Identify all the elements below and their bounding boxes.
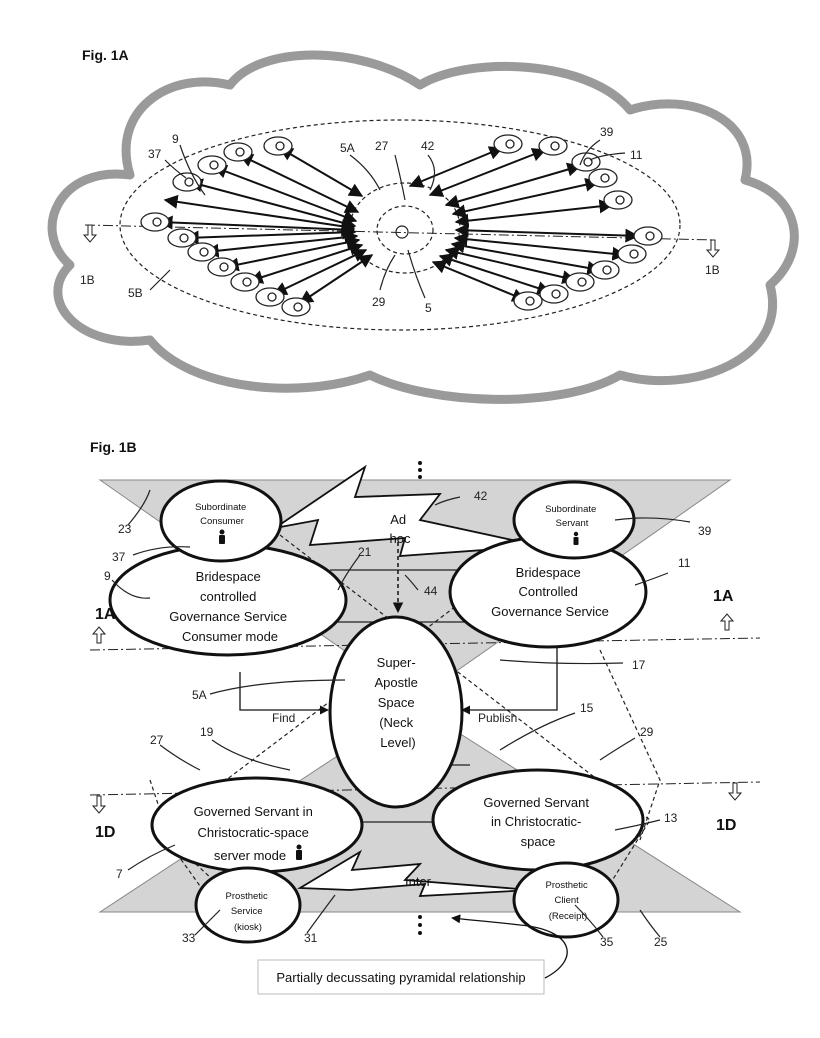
caption-text: Partially decussating pyramidal relation…: [276, 970, 525, 985]
down-arrow-icon: [727, 782, 743, 801]
prosthetic-client-node: [512, 861, 620, 939]
governed-servant-text: Governed Servant in Christocratic- space: [483, 795, 592, 849]
ref-11: 11: [678, 556, 691, 570]
ref-13: 13: [664, 811, 678, 825]
ref-17: 17: [632, 658, 646, 672]
label-29: 29: [372, 295, 386, 309]
side-label-1d-left: 1D: [95, 824, 115, 841]
label-39: 39: [600, 125, 614, 139]
ref-21: 21: [358, 545, 372, 559]
fig-1a: Fig. 1A: [47, 47, 799, 404]
prosthetic-service-node: [194, 866, 302, 944]
ref-9: 9: [104, 569, 111, 583]
vertical-ellipsis-bottom: [418, 915, 422, 935]
fig-1b: Fig. 1B: [89, 439, 761, 995]
satellite-nodes: [140, 134, 663, 317]
inter-text: Inter: [405, 874, 432, 889]
fig-1b-leaders: [111, 489, 691, 938]
caption-arrow: [451, 914, 568, 979]
prosthetic-client-text: Prosthetic Client (Receipt): [546, 880, 591, 922]
ref-42: 42: [474, 489, 488, 503]
label-42: 42: [421, 139, 435, 153]
fig-1a-leaders: [149, 139, 626, 299]
fig-1b-title: Fig. 1B: [90, 439, 137, 455]
label-1b-right: 1B: [705, 263, 720, 277]
ref-37: 37: [112, 550, 126, 564]
label-5a: 5A: [340, 141, 355, 155]
bridespace-consumer-text: Bridespace controlled Governance Service…: [169, 569, 290, 644]
cloud-shape: [47, 50, 799, 404]
ad-hoc-text: Ad hoc: [390, 512, 411, 546]
ref-19: 19: [200, 725, 214, 739]
ref-25: 25: [654, 935, 668, 949]
up-arrow-icon: [91, 626, 107, 644]
publish-label: Publish: [478, 711, 517, 725]
ref-39: 39: [698, 524, 712, 538]
prosthetic-service-text: Prosthetic Service (kiosk): [226, 891, 271, 933]
side-label-1a-right: 1A: [713, 588, 734, 605]
subordinate-consumer-node: [159, 479, 283, 563]
label-5: 5: [425, 301, 432, 315]
down-arrow-icon: [91, 795, 107, 814]
person-icon: [573, 531, 579, 545]
inter-lightning: [296, 849, 533, 897]
label-11: 11: [630, 148, 643, 162]
vertical-ellipsis-top: [418, 461, 422, 479]
ref-15: 15: [580, 701, 594, 715]
ref-44: 44: [424, 584, 438, 598]
find-label: Find: [272, 711, 295, 725]
right-satellite-arrows: [408, 146, 640, 302]
inner-dashed-circle: [376, 205, 434, 255]
ref-23: 23: [118, 522, 132, 536]
left-satellite-arrows: [158, 147, 374, 304]
find-arrow: [239, 672, 329, 715]
label-37: 37: [148, 147, 162, 161]
ref-33: 33: [182, 931, 196, 945]
subordinate-consumer-text: Subordinate Consumer: [195, 502, 249, 527]
bridespace-controlled-text: Bridespace Controlled Governance Service: [491, 565, 609, 619]
person-icon: [296, 844, 302, 860]
ref-35: 35: [600, 935, 614, 949]
subordinate-servant-text: Subordinate Servant: [545, 504, 599, 529]
label-1b-left: 1B: [80, 273, 95, 287]
person-icon: [219, 529, 225, 544]
caption-box: [257, 959, 545, 995]
ref-27: 27: [150, 733, 164, 747]
ref-5a: 5A: [192, 688, 207, 702]
up-arrow-icon: [719, 613, 735, 631]
down-arrow-icon: [705, 239, 721, 258]
label-5b: 5B: [128, 286, 143, 300]
super-apostle-text: Super- Apostle Space (Neck Level): [375, 655, 422, 750]
super-apostle-node: [328, 615, 464, 809]
down-arrow-icon: [82, 224, 98, 243]
side-label-1d-right: 1D: [716, 817, 736, 834]
side-label-1a-left: 1A: [95, 606, 116, 623]
outer-dashed-ellipse: [119, 119, 681, 331]
ref-31: 31: [304, 931, 318, 945]
governed-server-text: Governed Servant in Christocratic-space …: [194, 804, 317, 863]
label-9: 9: [172, 132, 179, 146]
ref-29: 29: [640, 725, 654, 739]
ref-7: 7: [116, 867, 123, 881]
fig-1a-title: Fig. 1A: [82, 47, 129, 63]
label-27: 27: [375, 139, 389, 153]
subordinate-servant-node: [512, 480, 636, 560]
